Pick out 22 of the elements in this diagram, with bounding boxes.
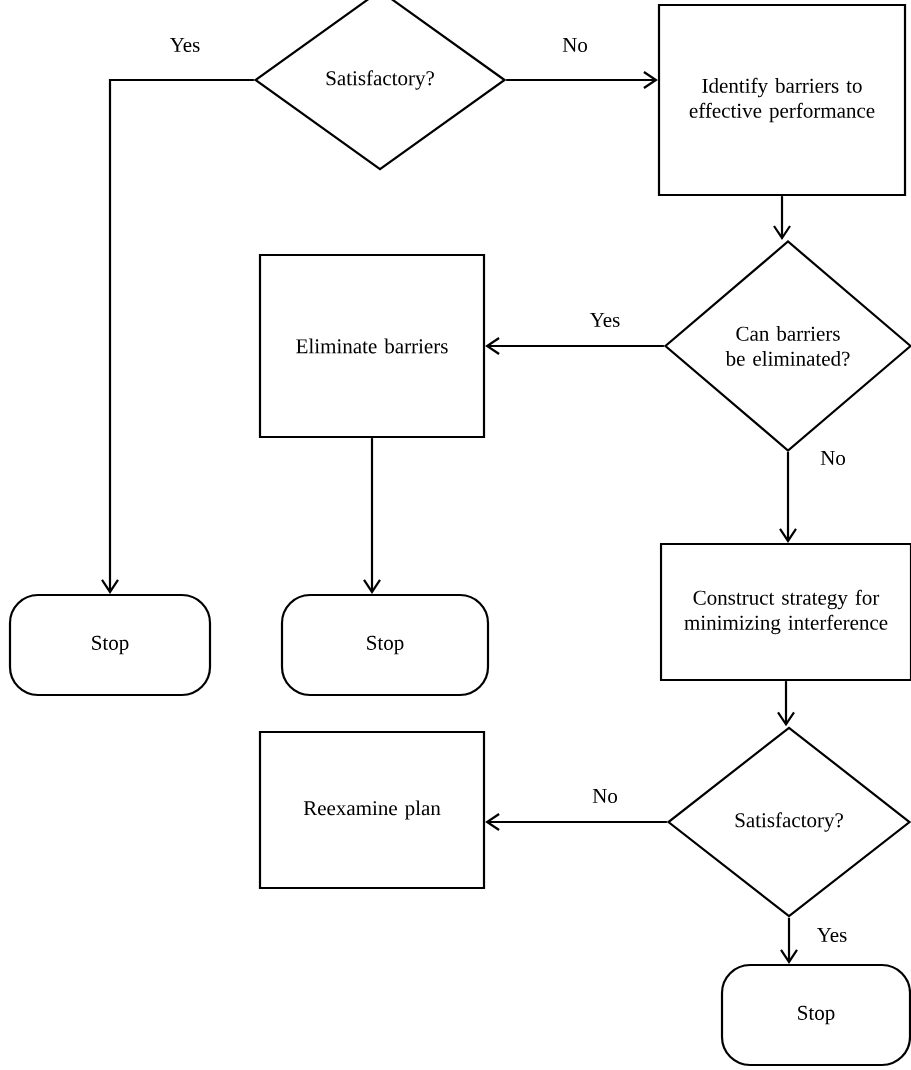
edge-label: Yes bbox=[814, 926, 850, 944]
edge-label: Yes bbox=[587, 311, 623, 329]
edge-label: No bbox=[560, 36, 590, 54]
arrow bbox=[101, 78, 254, 594]
terminal-box: Stop bbox=[720, 963, 911, 1067]
arrow bbox=[779, 452, 797, 543]
edge-label: No bbox=[818, 449, 848, 467]
arrow bbox=[485, 813, 667, 831]
process-box: Construct strategy for minimizing interference bbox=[659, 542, 911, 682]
arrow bbox=[777, 681, 795, 727]
arrow bbox=[780, 917, 798, 964]
arrow bbox=[363, 438, 381, 594]
edge-label: Yes bbox=[167, 36, 203, 54]
process-box: Identify barriers to effective performance bbox=[657, 3, 907, 197]
arrow bbox=[773, 196, 791, 240]
arrow bbox=[506, 71, 658, 89]
arrow bbox=[485, 337, 664, 355]
process-box: Reexamine plan bbox=[258, 730, 486, 890]
terminal-box: Stop bbox=[8, 593, 212, 697]
edge-label: No bbox=[590, 787, 620, 805]
process-box: Eliminate barriers bbox=[258, 253, 486, 439]
terminal-box: Stop bbox=[280, 593, 490, 697]
